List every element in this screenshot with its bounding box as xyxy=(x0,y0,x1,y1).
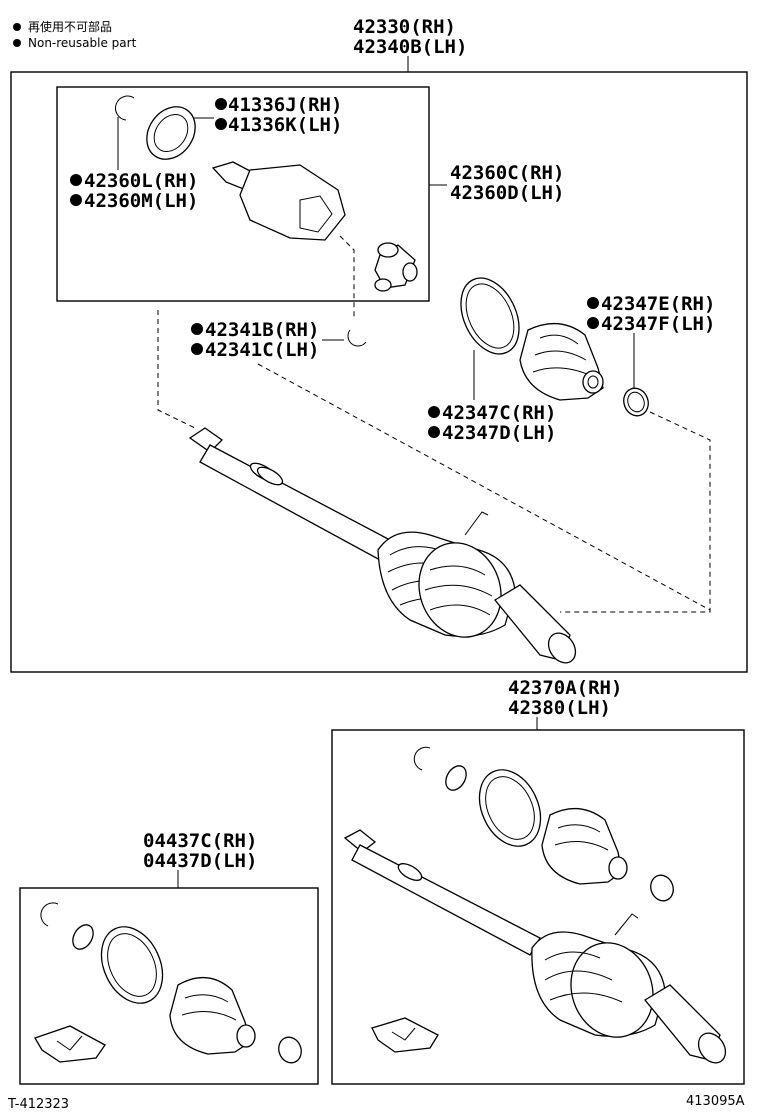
large-boot-clamp-label[interactable]: 42347C(RH) 42347D(LH) xyxy=(428,402,556,444)
svg-text:42341B(RH): 42341B(RH) xyxy=(205,319,319,341)
small-boot-clamp-label[interactable]: 42347E(RH) 42347F(LH) xyxy=(587,293,715,335)
secondary-assembly-frame xyxy=(331,729,745,1085)
non-reusable-bullet-icon xyxy=(13,39,21,47)
svg-text:41336J(RH): 41336J(RH) xyxy=(228,94,342,116)
svg-text:42360D(LH): 42360D(LH) xyxy=(450,182,564,204)
guide-line xyxy=(339,235,355,318)
boot-kit-frame xyxy=(19,887,319,1085)
boot-kit-parts-icon xyxy=(34,902,302,1064)
guide-line xyxy=(257,363,711,611)
small-boot-clamp-icon xyxy=(623,387,649,417)
legend-line-1: 再使用不可部品 xyxy=(28,19,112,34)
legend-line-2: Non-reusable part xyxy=(28,36,137,50)
svg-text:04437D(LH): 04437D(LH) xyxy=(143,850,257,872)
guide-line xyxy=(157,310,196,429)
legend: 再使用不可部品 Non-reusable part xyxy=(13,19,137,50)
svg-text:42330(RH): 42330(RH) xyxy=(353,16,456,38)
snap-ring-icon xyxy=(115,95,135,121)
main-assembly-frame xyxy=(10,71,748,673)
tripod-spider-icon xyxy=(374,242,418,292)
main-assembly-label[interactable]: 42330(RH) 42340B(LH) xyxy=(353,16,467,58)
svg-text:42360L(RH): 42360L(RH) xyxy=(84,170,198,192)
svg-text:41336K(LH): 41336K(LH) xyxy=(228,114,342,136)
inboard-joint-frame xyxy=(56,86,430,302)
snap-ring-inner-label[interactable]: 42360L(RH) 42360M(LH) xyxy=(70,170,198,212)
tulip-housing-icon xyxy=(211,161,346,241)
seal-ring-icon xyxy=(146,106,196,160)
svg-text:42360C(RH): 42360C(RH) xyxy=(450,162,564,184)
footer-left-code: T-412323 xyxy=(7,1097,69,1112)
drive-shaft-icon xyxy=(188,427,577,664)
inboard-joint-label[interactable]: 42360C(RH) 42360D(LH) xyxy=(450,162,564,204)
footer-right-code: 413095A xyxy=(686,1094,745,1109)
boot-kit-label[interactable]: 04437C(RH) 04437D(LH) xyxy=(143,830,257,872)
joint-boot-icon xyxy=(519,323,604,401)
large-boot-clamp-icon xyxy=(460,277,520,355)
secondary-parts-icon xyxy=(343,746,727,1064)
svg-text:42347D(LH): 42347D(LH) xyxy=(442,422,556,444)
svg-text:42347E(RH): 42347E(RH) xyxy=(601,293,715,315)
svg-text:42347C(RH): 42347C(RH) xyxy=(442,402,556,424)
non-reusable-bullet-icon xyxy=(13,23,21,31)
svg-text:04437C(RH): 04437C(RH) xyxy=(143,830,257,852)
shaft-snap-ring-icon xyxy=(347,329,367,347)
svg-text:42341C(LH): 42341C(LH) xyxy=(205,339,319,361)
seal-label[interactable]: 41336J(RH) 41336K(LH) xyxy=(215,94,342,136)
svg-text:42380(LH): 42380(LH) xyxy=(508,697,611,719)
svg-text:42370A(RH): 42370A(RH) xyxy=(508,677,622,699)
secondary-assembly-label[interactable]: 42370A(RH) 42380(LH) xyxy=(508,677,622,719)
svg-text:42347F(LH): 42347F(LH) xyxy=(601,313,715,335)
svg-text:42340B(LH): 42340B(LH) xyxy=(353,36,467,58)
shaft-snap-ring-label[interactable]: 42341B(RH) 42341C(LH) xyxy=(191,319,319,361)
guide-line xyxy=(560,411,711,613)
svg-text:42360M(LH): 42360M(LH) xyxy=(84,190,198,212)
